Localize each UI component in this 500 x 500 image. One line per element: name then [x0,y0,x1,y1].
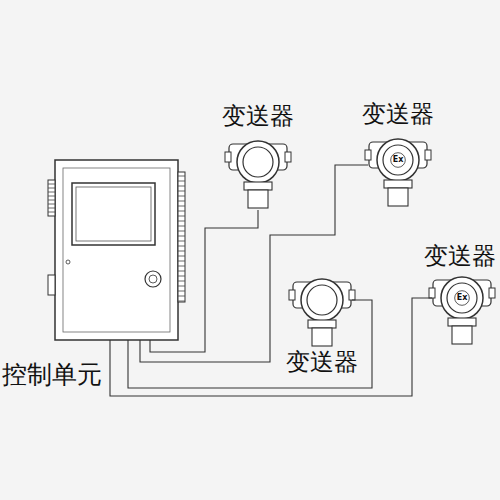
transmitter: 变送器 [292,278,352,346]
ex-mark: Ex [393,156,404,164]
transmitter: 变送器 [432,276,492,346]
signal-wire [150,210,258,352]
caption-wrap: 变送器 [286,349,358,375]
signal-wire [110,298,432,396]
control-unit: 控制单元 [55,160,178,340]
signal-wire [140,165,368,362]
caption-wrap: 控制单元 [2,361,102,389]
transmitter-label: 变送器 [286,349,358,375]
transmitter-label: 变送器 [424,243,496,269]
transmitter: 变送器 [228,140,288,210]
control-cabinet [48,160,185,340]
transmitter-label: 变送器 [362,101,434,127]
transmitter-label: 变送器 [222,103,294,129]
signal-wire [128,300,372,388]
transmitter: 变送器 [368,138,428,208]
unit-label: 控制单元 [2,361,102,389]
caption-wrap: 变送器 [222,103,294,129]
caption-wrap: 变送器 [424,243,496,269]
ex-mark: Ex [457,294,468,302]
caption-wrap: 变送器 [362,101,434,127]
